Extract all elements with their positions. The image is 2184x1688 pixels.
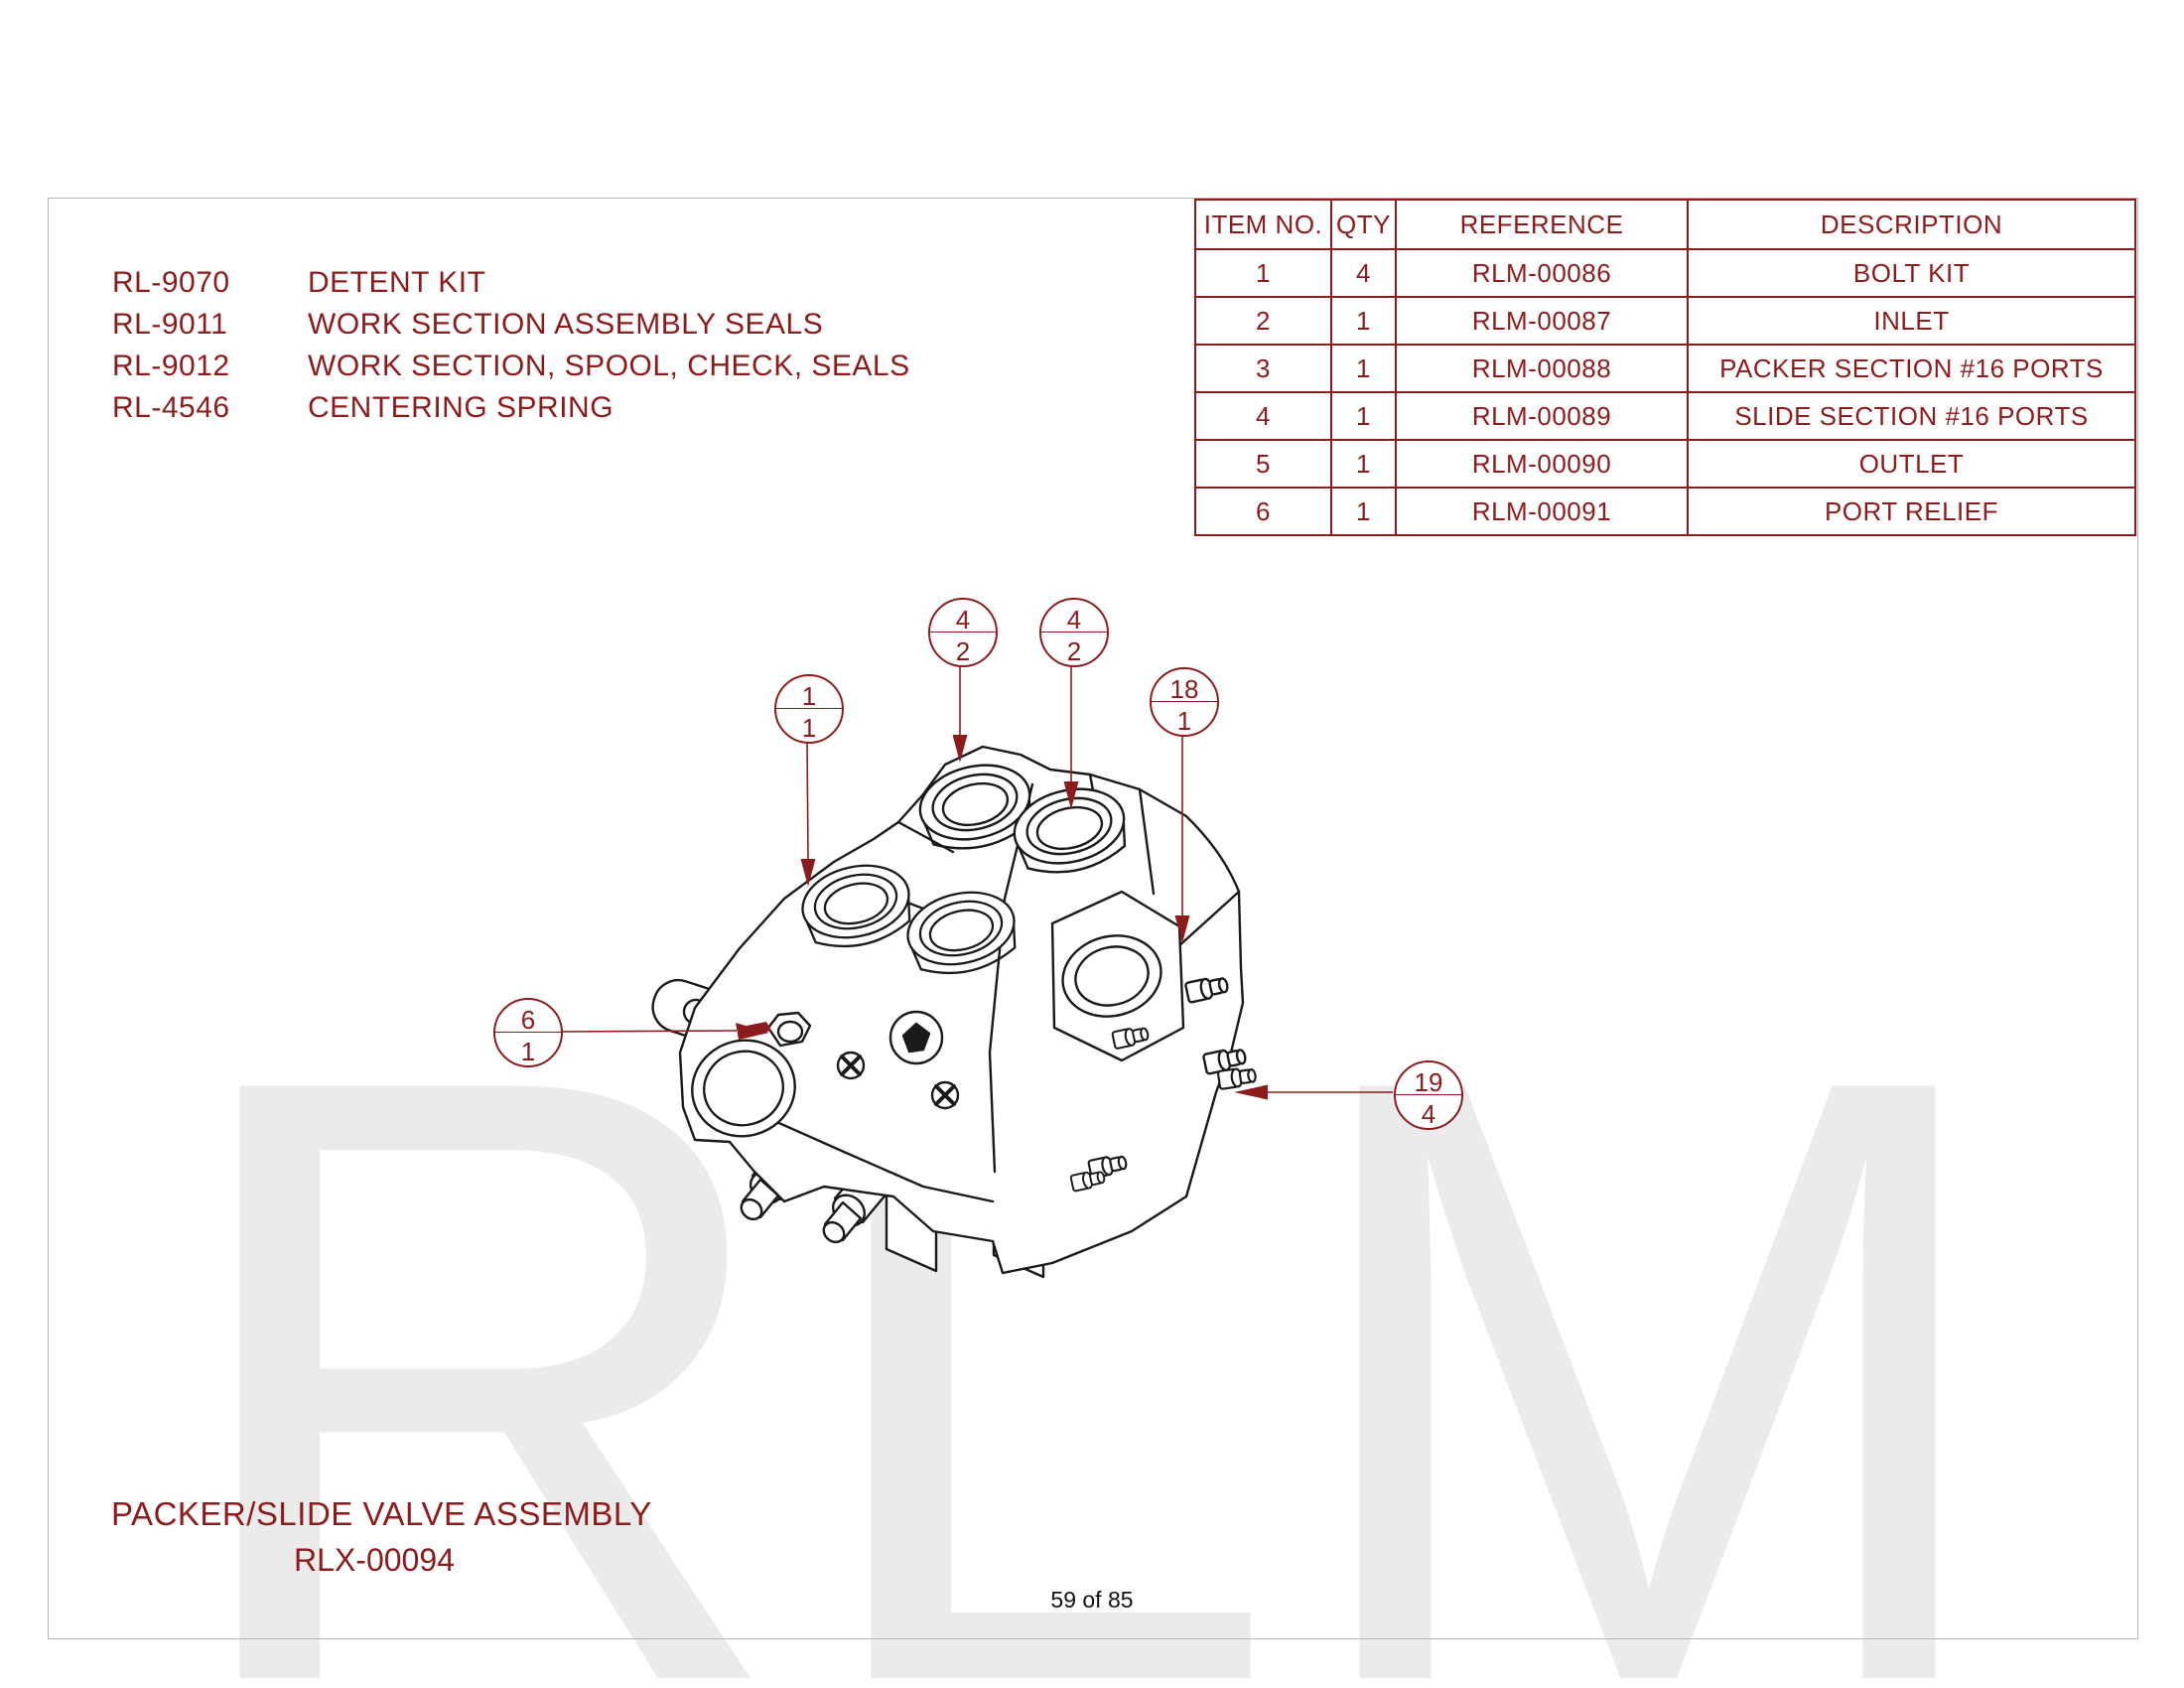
balloon-divider <box>1394 1094 1461 1095</box>
callout-balloon-4a: 4 2 <box>928 598 998 667</box>
ref-code: RL-9012 <box>112 350 230 382</box>
balloon-divider <box>1039 632 1107 633</box>
drawing-title: PACKER/SLIDE VALVE ASSEMBLY <box>111 1495 652 1532</box>
ref-code: RL-9070 <box>112 266 230 299</box>
callout-qty: 2 <box>1066 636 1082 666</box>
balloon-divider <box>1150 701 1217 702</box>
callout-balloon-1: 1 1 <box>774 674 844 744</box>
callout-qty: 1 <box>520 1037 536 1066</box>
title-block: PACKER/SLIDE VALVE ASSEMBLY RLX-00094 <box>111 1495 652 1579</box>
callout-qty: 2 <box>955 636 971 666</box>
callout-item-number: 6 <box>520 1005 536 1035</box>
col-header-qty: QTY <box>1330 199 1397 250</box>
ref-code: RL-4546 <box>112 391 230 424</box>
ref-description: CENTERING SPRING <box>308 391 614 424</box>
part-number: RLX-00094 <box>294 1542 455 1578</box>
balloon-divider <box>774 708 842 709</box>
callout-qty: 1 <box>801 713 817 743</box>
ref-description: DETENT KIT <box>308 266 486 299</box>
callout-item-number: 19 <box>1414 1067 1443 1097</box>
callout-balloon-4b: 4 2 <box>1039 598 1109 667</box>
reference-list: RL-9070 DETENT KIT RL-9011 WORK SECTION … <box>112 262 910 429</box>
valve-assembly-drawing <box>644 745 1258 1279</box>
callout-item-number: 4 <box>955 605 971 634</box>
callout-item-number: 4 <box>1066 605 1082 634</box>
callout-balloon-19: 19 4 <box>1394 1060 1463 1130</box>
col-header-item-no: ITEM NO. <box>1194 199 1332 250</box>
callout-qty: 1 <box>1176 706 1192 736</box>
callout-item-number: 18 <box>1169 674 1199 704</box>
callout-qty: 4 <box>1421 1099 1436 1129</box>
ref-description: WORK SECTION ASSEMBLY SEALS <box>308 308 824 341</box>
balloon-divider <box>928 632 996 633</box>
table-header-row: ITEM NO. QTY REFERENCE DESCRIPTION <box>1194 199 2136 250</box>
col-header-reference: REFERENCE <box>1395 199 1689 250</box>
col-header-description: DESCRIPTION <box>1687 199 2136 250</box>
balloon-divider <box>493 1032 561 1033</box>
callout-item-number: 1 <box>801 681 817 711</box>
ref-code: RL-9011 <box>112 308 228 341</box>
ref-description: WORK SECTION, SPOOL, CHECK, SEALS <box>308 350 910 382</box>
page-border <box>48 198 2138 1639</box>
callout-balloon-18: 18 1 <box>1150 667 1219 737</box>
callout-balloon-6: 6 1 <box>493 998 563 1067</box>
page-number: 59 of 85 <box>1050 1587 1134 1613</box>
